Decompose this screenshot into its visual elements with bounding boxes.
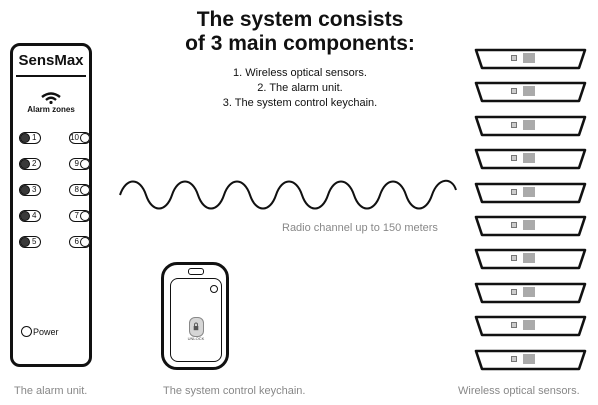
optical-sensor bbox=[473, 349, 588, 371]
sensor-led-icon bbox=[511, 322, 517, 329]
zone-number: 2 bbox=[32, 159, 37, 168]
divider bbox=[16, 75, 86, 77]
zones-label: Alarm zones bbox=[27, 105, 75, 114]
optical-sensor bbox=[473, 282, 588, 304]
zone-number: 5 bbox=[32, 237, 37, 246]
sensor-led-icon bbox=[511, 288, 517, 295]
optical-sensor bbox=[473, 115, 588, 137]
sensor-lens bbox=[523, 153, 535, 164]
zone-indicator: 2 bbox=[19, 158, 47, 170]
keychain: UNLOCK bbox=[161, 262, 229, 370]
zone-indicator: 10 bbox=[65, 132, 91, 144]
sensor-led-icon bbox=[511, 255, 517, 262]
diagram-title: The system consists of 3 main components… bbox=[150, 8, 450, 56]
sensor-lens bbox=[523, 253, 535, 264]
zone-number: 6 bbox=[74, 237, 79, 246]
led-icon bbox=[80, 237, 90, 247]
sensor-led-icon bbox=[511, 55, 517, 61]
component-item: 3. The system control keychain. bbox=[222, 97, 378, 109]
optical-sensor bbox=[473, 315, 588, 337]
zone-indicator: 7 bbox=[65, 210, 91, 222]
wireless-icon bbox=[41, 92, 61, 104]
optical-sensor bbox=[473, 215, 588, 237]
power-label: Power bbox=[33, 327, 59, 337]
radio-wave-icon bbox=[119, 179, 457, 210]
zone-number: 4 bbox=[32, 211, 37, 220]
alarm-unit-caption: The alarm unit. bbox=[14, 385, 88, 397]
sensor-lens bbox=[523, 186, 535, 197]
optical-sensor bbox=[473, 182, 588, 204]
zone-indicator: 6 bbox=[65, 236, 91, 248]
sensor-led-icon bbox=[511, 155, 517, 162]
zone-indicator: 5 bbox=[19, 236, 47, 248]
sensor-led-icon bbox=[511, 355, 517, 362]
sensor-lens bbox=[523, 53, 535, 63]
sensor-led-icon bbox=[511, 88, 517, 95]
zone-number: 1 bbox=[32, 133, 37, 142]
led-icon bbox=[80, 133, 90, 143]
keychain-caption: The system control keychain. bbox=[163, 385, 306, 397]
title-line-2: of 3 main components: bbox=[185, 32, 415, 55]
sensor-lens bbox=[523, 86, 535, 97]
zone-indicator: 4 bbox=[19, 210, 47, 222]
led-icon bbox=[20, 185, 30, 195]
sensors-caption: Wireless optical sensors. bbox=[458, 385, 580, 397]
components-list: 1. Wireless optical sensors. 2. The alar… bbox=[180, 66, 420, 111]
keychain-panel: UNLOCK bbox=[170, 278, 222, 362]
led-icon bbox=[20, 159, 30, 169]
sensor-lens bbox=[523, 353, 535, 364]
sensor-lens bbox=[523, 220, 535, 230]
sensor-led-icon bbox=[511, 121, 517, 128]
brand-label: SensMax bbox=[18, 52, 84, 69]
zone-indicator: 1 bbox=[19, 132, 47, 144]
zone-indicator: 3 bbox=[19, 184, 47, 196]
zone-number: 9 bbox=[74, 159, 79, 168]
sensor-lens bbox=[523, 286, 535, 297]
led-icon bbox=[20, 237, 30, 247]
led-icon bbox=[20, 211, 30, 221]
unlock-label: UNLOCK bbox=[187, 336, 205, 341]
zone-number: 3 bbox=[32, 185, 37, 194]
sensor-led-icon bbox=[511, 188, 517, 195]
zone-number: 8 bbox=[74, 185, 79, 194]
power-led-icon bbox=[21, 326, 32, 337]
sensor-lens bbox=[523, 320, 535, 331]
unlock-button bbox=[189, 317, 204, 337]
zone-number: 7 bbox=[74, 211, 79, 220]
led-icon bbox=[20, 133, 30, 143]
radio-range-label: Radio channel up to 150 meters bbox=[282, 222, 438, 234]
component-item: 1. Wireless optical sensors. bbox=[233, 67, 367, 79]
padlock-icon bbox=[193, 322, 199, 331]
component-item: 2. The alarm unit. bbox=[257, 82, 343, 94]
optical-sensor bbox=[473, 48, 588, 70]
keyring-hole bbox=[188, 268, 204, 275]
optical-sensor bbox=[473, 148, 588, 170]
title-line-1: The system consists bbox=[196, 8, 404, 31]
zone-indicator: 8 bbox=[65, 184, 91, 196]
sensor-led-icon bbox=[511, 222, 517, 228]
indicator-dot-icon bbox=[210, 285, 218, 293]
zone-indicator: 9 bbox=[65, 158, 91, 170]
zone-number: 10 bbox=[70, 133, 79, 142]
optical-sensor bbox=[473, 81, 588, 103]
led-icon bbox=[80, 211, 90, 221]
led-icon bbox=[80, 185, 90, 195]
sensor-lens bbox=[523, 119, 535, 130]
optical-sensor bbox=[473, 248, 588, 270]
led-icon bbox=[80, 159, 90, 169]
alarm-unit: SensMax Alarm zones 1 2 3 4 5 10 9 8 7 bbox=[10, 43, 92, 367]
